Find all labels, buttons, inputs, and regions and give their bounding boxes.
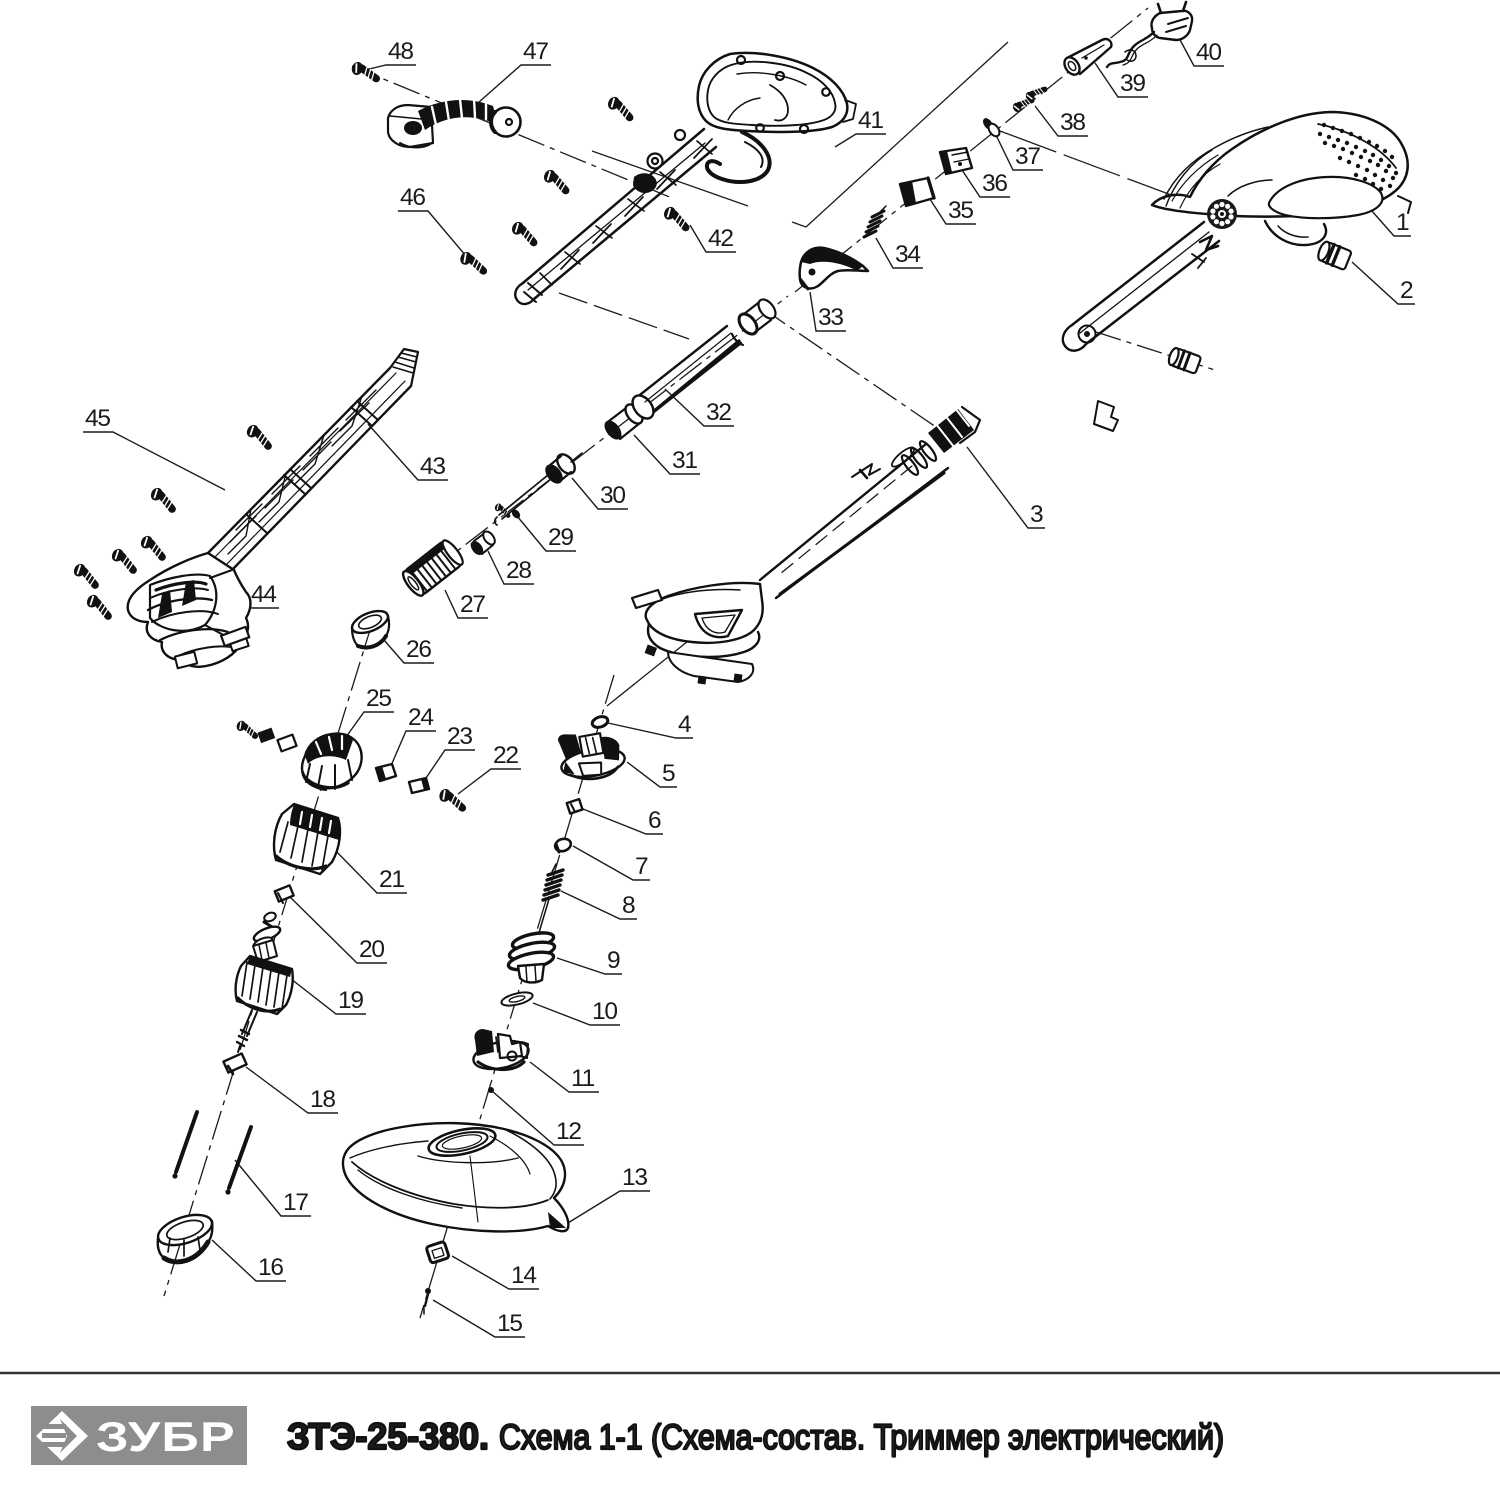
svg-text:27: 27	[460, 591, 485, 618]
svg-text:32: 32	[706, 399, 731, 426]
svg-text:46: 46	[400, 184, 425, 211]
svg-text:34: 34	[895, 241, 920, 268]
svg-text:23: 23	[447, 723, 472, 750]
svg-text:25: 25	[366, 685, 391, 712]
svg-text:17: 17	[283, 1189, 308, 1216]
svg-text:48: 48	[388, 38, 413, 65]
svg-text:24: 24	[408, 704, 433, 731]
svg-text:29: 29	[548, 524, 573, 551]
svg-text:13: 13	[622, 1164, 647, 1191]
svg-text:39: 39	[1120, 70, 1145, 97]
svg-text:42: 42	[708, 225, 733, 252]
svg-text:16: 16	[258, 1254, 283, 1281]
svg-text:31: 31	[672, 447, 697, 474]
svg-text:30: 30	[600, 482, 625, 509]
svg-text:37: 37	[1015, 143, 1040, 170]
svg-text:18: 18	[310, 1086, 335, 1113]
svg-text:36: 36	[982, 170, 1007, 197]
svg-text:3: 3	[1030, 501, 1043, 528]
svg-text:4: 4	[678, 711, 691, 738]
svg-text:11: 11	[571, 1065, 595, 1092]
svg-text:20: 20	[359, 936, 384, 963]
svg-text:22: 22	[493, 742, 518, 769]
svg-text:33: 33	[818, 304, 843, 331]
svg-text:26: 26	[406, 636, 431, 663]
svg-text:19: 19	[338, 987, 363, 1014]
svg-text:10: 10	[592, 998, 617, 1025]
svg-text:47: 47	[523, 38, 548, 65]
svg-text:5: 5	[662, 760, 675, 787]
svg-text:12: 12	[556, 1118, 581, 1145]
svg-text:35: 35	[948, 197, 973, 224]
svg-text:41: 41	[858, 107, 883, 134]
svg-text:40: 40	[1196, 39, 1221, 66]
svg-text:1: 1	[1396, 209, 1409, 236]
svg-text:7: 7	[635, 853, 648, 880]
svg-text:15: 15	[497, 1310, 522, 1337]
svg-text:21: 21	[379, 866, 404, 893]
svg-text:2: 2	[1400, 277, 1413, 304]
svg-text:8: 8	[622, 892, 635, 919]
svg-text:28: 28	[506, 557, 531, 584]
svg-text:38: 38	[1060, 109, 1085, 136]
svg-text:9: 9	[607, 947, 620, 974]
svg-text:Схема 1-1 (Схема-состав. Тримм: Схема 1-1 (Схема-состав. Триммер электри…	[499, 1418, 1224, 1457]
svg-text:ЗТЭ-25-380.: ЗТЭ-25-380.	[287, 1416, 489, 1457]
svg-text:14: 14	[511, 1262, 536, 1289]
svg-text:ЗУБР: ЗУБР	[96, 1413, 236, 1460]
svg-text:6: 6	[648, 807, 661, 834]
svg-text:45: 45	[85, 405, 110, 432]
svg-text:44: 44	[251, 581, 276, 608]
svg-text:43: 43	[420, 453, 445, 480]
